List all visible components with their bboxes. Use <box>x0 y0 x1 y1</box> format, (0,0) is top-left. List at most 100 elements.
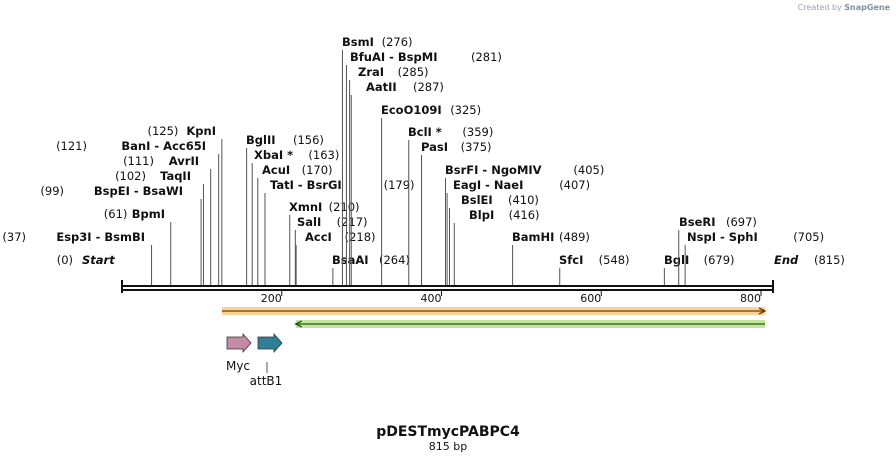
site-bani[interactable]: BanI - Acc65I (121) <box>56 139 220 285</box>
site-taqii[interactable]: TaqII(102) <box>115 169 204 285</box>
orange-bar-arrowhead <box>758 307 767 315</box>
plasmid-name: pDESTmycPABPC4 <box>376 424 520 440</box>
site-tati[interactable]: TatI - BsrGI(179) <box>264 178 415 285</box>
site-acui[interactable]: AcuI (170) <box>257 163 333 285</box>
site-aatii[interactable]: AatII (287) <box>350 80 444 285</box>
start-position: (0) <box>57 253 73 267</box>
ruler-tick-label: 600 <box>580 292 601 305</box>
site-bspei-name: BspEI - BsaWI <box>94 184 183 198</box>
site-eco0109i[interactable]: EcoO109I (325) <box>381 103 481 285</box>
site-xmni-name: XmnI <box>289 200 322 214</box>
site-bpmi[interactable]: BpmI (61) <box>104 207 172 285</box>
site-bspei[interactable]: BspEI - BsaWI (99) <box>40 184 202 285</box>
site-xbai-pos: (163) <box>308 148 339 162</box>
site-bgli-pos: (679) <box>704 253 735 267</box>
site-zrai[interactable]: ZraI(285) <box>349 65 429 285</box>
site-pasi-name: PasI <box>421 140 448 154</box>
site-bsaai[interactable]: BsaAI (264) <box>332 253 410 285</box>
site-bslei[interactable]: BslEI(410) <box>448 193 539 285</box>
feature-myc-label: Myc <box>226 359 250 373</box>
site-bseri-name: BseRI <box>679 215 716 229</box>
site-pasi-pos: (375) <box>461 140 492 154</box>
site-bseri[interactable]: BseRI (697) <box>678 215 757 285</box>
site-bsaai-pos: (264) <box>379 253 410 267</box>
site-aatii-pos: (287) <box>413 80 444 94</box>
site-bsaai-name: BsaAI <box>332 253 369 267</box>
site-bamhi[interactable]: BamHI (489) <box>512 230 590 285</box>
feature-myc-arrow <box>226 332 252 354</box>
feature-attb1[interactable]: attB1 <box>250 332 283 388</box>
site-sali-pos: (217) <box>337 215 368 229</box>
site-eagi-name: EagI - NaeI <box>453 178 523 192</box>
watermark-prefix: Created by <box>797 3 842 12</box>
site-blpi-pos: (416) <box>509 208 540 222</box>
site-bsrfi[interactable]: BsrFI - NgoMIV(405) <box>445 163 604 285</box>
site-acui-name: AcuI <box>262 163 290 177</box>
site-nspi-pos: (705) <box>793 230 824 244</box>
site-bgli-name: BglI <box>664 253 689 267</box>
site-bglii-name: BglII <box>246 133 276 147</box>
site-bcli-pos: (359) <box>462 125 493 139</box>
site-eco0109i-name: EcoO109I <box>381 103 442 117</box>
site-bpmi-pos: (61) <box>104 207 128 221</box>
site-bslei-name: BslEI <box>461 193 493 207</box>
site-bamhi-pos: (489) <box>559 230 590 244</box>
feature-attb1-label: attB1 <box>250 374 283 388</box>
site-blpi-name: BlpI <box>469 208 494 222</box>
site-sali-name: SalI <box>297 215 321 229</box>
site-avrii-pos: (111) <box>123 154 154 168</box>
site-sali[interactable]: SalI (217) <box>294 215 368 285</box>
site-eagi[interactable]: EagI - NaeI (407) <box>446 178 590 285</box>
feature-green-bar[interactable] <box>294 320 766 328</box>
site-aatii-name: AatII <box>366 80 397 94</box>
site-xbai[interactable]: XbaI *(163) <box>251 148 339 285</box>
site-tati-name: TatI - BsrGI <box>270 178 342 192</box>
start-label: Start <box>82 253 115 267</box>
site-bfuai[interactable]: BfuAI - BspMI(281) <box>345 50 502 285</box>
site-bamhi-name: BamHI <box>512 230 554 244</box>
site-acci-pos: (218) <box>345 230 376 244</box>
site-bpmi-name: BpmI <box>132 207 165 221</box>
feature-orange-bar[interactable] <box>221 307 767 315</box>
site-acci[interactable]: AccI(218) <box>295 230 376 285</box>
site-taqii-name: TaqII <box>160 169 191 183</box>
end-position: (815) <box>814 253 845 267</box>
site-bglii[interactable]: BglII (156) <box>246 133 324 285</box>
ruler-tick-label: 400 <box>421 292 442 305</box>
site-bani-pos: (121) <box>56 139 87 153</box>
site-bspei-pos: (99) <box>40 184 64 198</box>
site-eagi-pos: (407) <box>559 178 590 192</box>
snapgene-watermark: Created by SnapGene <box>798 3 890 12</box>
site-bglii-pos: (156) <box>293 133 324 147</box>
site-esp3i[interactable]: Esp3I - BsmBI (37) <box>2 230 153 285</box>
site-nspi[interactable]: NspI - SphI (705) <box>684 230 824 285</box>
site-bfuai-pos: (281) <box>471 50 502 64</box>
site-avrii[interactable]: AvrII (111) <box>123 154 212 285</box>
site-xmni[interactable]: XmnI(210) <box>289 200 360 285</box>
feature-attb1-arrow <box>257 332 283 354</box>
site-bcli[interactable]: BclI *(359) <box>408 125 493 285</box>
snapgene-logo: SnapGene <box>844 3 890 12</box>
site-bsrfi-pos: (405) <box>573 163 604 177</box>
site-esp3i-pos: (37) <box>2 230 26 244</box>
site-zrai-name: ZraI <box>358 65 384 79</box>
site-bani-name: BanI - Acc65I <box>121 139 206 153</box>
site-kpni-pos: (125) <box>147 124 178 138</box>
feature-myc[interactable]: Myc <box>226 332 252 373</box>
site-pasi[interactable]: PasI (375) <box>421 140 492 285</box>
site-bseri-pos: (697) <box>726 215 757 229</box>
site-bsmi[interactable]: BsmI(276) <box>341 35 413 285</box>
site-eco0109i-pos: (325) <box>450 103 481 117</box>
green-bar-arrowhead <box>294 320 303 328</box>
site-esp3i-name: Esp3I - BsmBI <box>56 230 145 244</box>
site-bsmi-name: BsmI <box>342 35 374 49</box>
site-nspi-name: NspI - SphI <box>687 230 758 244</box>
site-avrii-name: AvrII <box>169 154 199 168</box>
site-acui-pos: (170) <box>302 163 333 177</box>
site-bgli[interactable]: BglI (679) <box>663 253 735 285</box>
site-blpi[interactable]: BlpI (416) <box>453 208 540 285</box>
site-sfci[interactable]: SfcI(548) <box>559 253 630 285</box>
site-kpni[interactable]: KpnI(125) <box>147 124 223 285</box>
ruler-tick-label: 200 <box>261 292 282 305</box>
